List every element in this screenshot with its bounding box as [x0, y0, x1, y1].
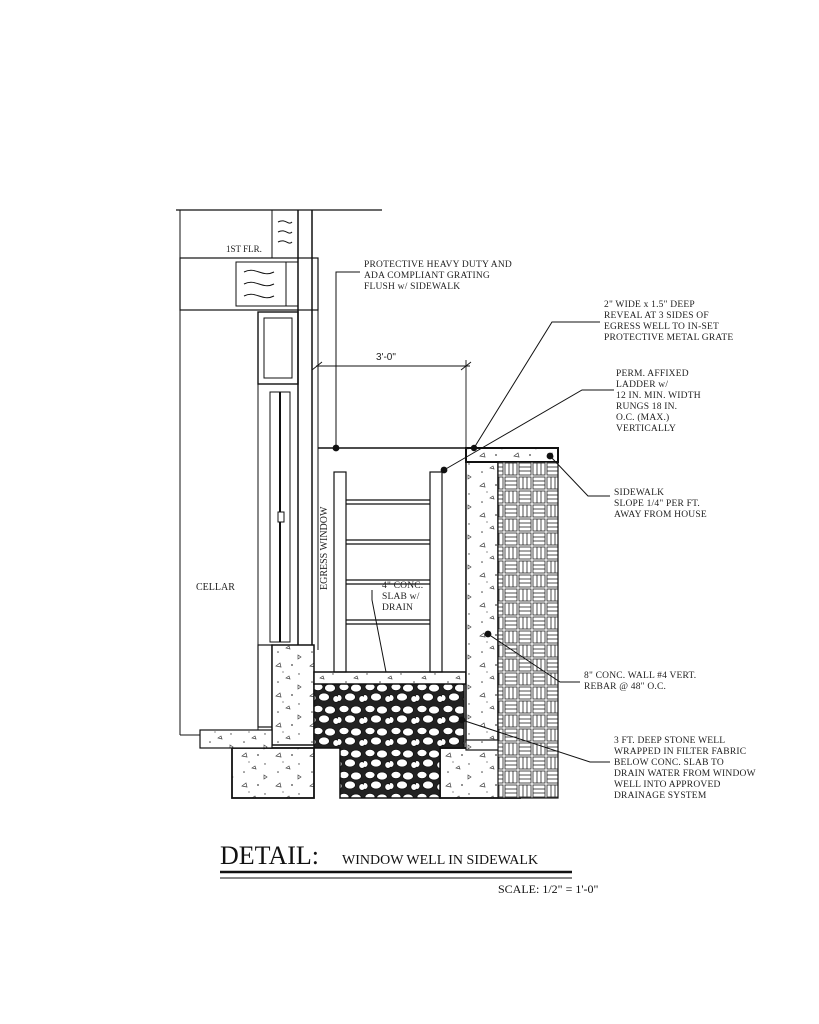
- dimension-text: 3'-0": [376, 352, 396, 363]
- svg-text:PERM. AFFIXED: PERM. AFFIXED: [616, 369, 689, 379]
- svg-text:BELOW CONC. SLAB TO: BELOW CONC. SLAB TO: [614, 758, 724, 768]
- leader-dots: [332, 444, 554, 724]
- note-sidewalk: SIDEWALK SLOPE 1/4" PER FT. AWAY FROM HO…: [614, 488, 707, 520]
- svg-text:DRAIN WATER FROM WINDOW: DRAIN WATER FROM WINDOW: [614, 769, 756, 779]
- dimension-line: [311, 360, 472, 448]
- house-foundation-wall: [271, 644, 315, 746]
- note-slab: 4" CONC. SLAB w/ DRAIN: [382, 581, 423, 613]
- svg-text:DRAIN: DRAIN: [382, 603, 413, 613]
- svg-text:4" CONC.: 4" CONC.: [382, 581, 423, 591]
- svg-text:RUNGS 18 IN.: RUNGS 18 IN.: [616, 402, 677, 412]
- note-wall: 8" CONC. WALL #4 VERT. REBAR @ 48" O.C.: [584, 671, 696, 692]
- detail-title: DETAIL:: [220, 841, 319, 870]
- svg-text:DRAINAGE SYSTEM: DRAINAGE SYSTEM: [614, 791, 707, 801]
- svg-text:LADDER w/: LADDER w/: [616, 380, 668, 390]
- svg-text:SLOPE 1/4" PER FT.: SLOPE 1/4" PER FT.: [614, 499, 700, 509]
- svg-text:REBAR @ 48" O.C.: REBAR @ 48" O.C.: [584, 682, 666, 692]
- svg-text:ADA COMPLIANT GRATING: ADA COMPLIANT GRATING: [364, 271, 490, 281]
- concrete-well-wall: [465, 459, 499, 743]
- svg-text:REVEAL AT 3 SIDES OF: REVEAL AT 3 SIDES OF: [604, 311, 709, 321]
- svg-text:AWAY FROM HOUSE: AWAY FROM HOUSE: [614, 510, 707, 520]
- note-stone: 3 FT. DEEP STONE WELL WRAPPED IN FILTER …: [614, 736, 756, 801]
- svg-text:SLAB w/: SLAB w/: [382, 592, 420, 602]
- svg-text:12 IN. MIN. WIDTH: 12 IN. MIN. WIDTH: [616, 391, 701, 401]
- svg-text:SIDEWALK: SIDEWALK: [614, 488, 664, 498]
- svg-text:EGRESS WELL TO IN-SET: EGRESS WELL TO IN-SET: [604, 322, 719, 332]
- sidewalk-slab: [465, 447, 559, 463]
- svg-text:VERTICALLY: VERTICALLY: [616, 424, 676, 434]
- scale-label: SCALE: 1/2" = 1'-0": [498, 882, 598, 896]
- svg-text:2" WIDE x 1.5" DEEP: 2" WIDE x 1.5" DEEP: [604, 300, 695, 310]
- ladder: [333, 471, 443, 673]
- cellar-label: CELLAR: [196, 582, 235, 593]
- note-ladder: PERM. AFFIXED LADDER w/ 12 IN. MIN. WIDT…: [616, 369, 701, 434]
- svg-text:WRAPPED IN FILTER FABRIC: WRAPPED IN FILTER FABRIC: [614, 747, 746, 757]
- cellar-slab: [199, 729, 273, 749]
- left-footing: [231, 747, 315, 799]
- svg-text:PROTECTIVE METAL GRATE: PROTECTIVE METAL GRATE: [604, 333, 733, 343]
- svg-text:WELL INTO APPROVED: WELL INTO APPROVED: [614, 780, 721, 790]
- svg-text:8" CONC. WALL #4 VERT.: 8" CONC. WALL #4 VERT.: [584, 671, 696, 681]
- stone-well: [313, 682, 465, 799]
- svg-text:O.C. (MAX.): O.C. (MAX.): [616, 412, 669, 423]
- detail-subtitle: WINDOW WELL IN SIDEWALK: [342, 853, 538, 868]
- svg-text:3 FT. DEEP STONE WELL: 3 FT. DEEP STONE WELL: [614, 736, 725, 746]
- leaders: [335, 271, 614, 763]
- note-reveal: 2" WIDE x 1.5" DEEP REVEAL AT 3 SIDES OF…: [604, 300, 733, 343]
- soil-hatch: [497, 461, 559, 799]
- note-grating: PROTECTIVE HEAVY DUTY AND ADA COMPLIANT …: [364, 260, 512, 292]
- first-floor-label: 1ST FLR.: [226, 244, 262, 254]
- svg-text:PROTECTIVE HEAVY DUTY AND: PROTECTIVE HEAVY DUTY AND: [364, 260, 512, 270]
- svg-text:FLUSH w/ SIDEWALK: FLUSH w/ SIDEWALK: [364, 282, 460, 292]
- conc-slab-drain: [313, 671, 467, 685]
- egress-window-label: EGRESS WINDOW: [319, 506, 330, 590]
